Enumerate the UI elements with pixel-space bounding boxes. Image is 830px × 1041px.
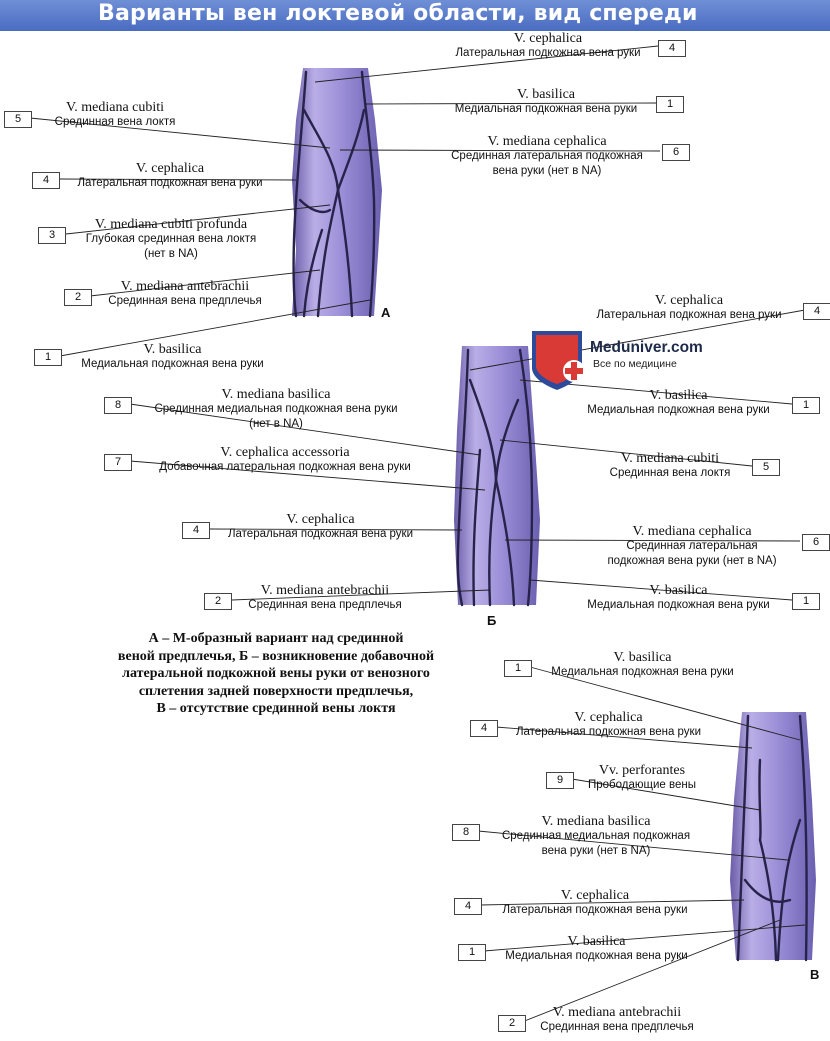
arm-panel-c [730, 712, 816, 962]
label-number: 7 [104, 454, 132, 471]
meduniver-logo [532, 331, 585, 390]
arm-panel-a [292, 68, 382, 318]
label-number: 4 [470, 720, 498, 737]
label-number: 8 [104, 397, 132, 414]
figure-caption: А – М-образный вариант над срединной вен… [96, 630, 456, 718]
caption-line: веной предплечья, Б – возникновение доба… [117, 648, 435, 664]
label-number: 1 [792, 593, 820, 610]
caption-line: латеральной подкожной вены руки от веноз… [122, 666, 430, 681]
logo-name: Meduniver.com [590, 339, 703, 356]
title-bar: Варианты вен локтевой области, вид спере… [0, 0, 830, 31]
label-number: 2 [64, 289, 92, 306]
page-title: Варианты вен локтевой области, вид спере… [98, 1, 698, 26]
panel-label-a: А [381, 305, 391, 320]
label-number: 9 [546, 772, 574, 789]
label-number: 4 [32, 172, 60, 189]
label-number: 1 [656, 96, 684, 113]
label-number: 1 [504, 660, 532, 677]
label-number: 1 [792, 397, 820, 414]
caption-line: сплетения задней поверхности предплечья, [138, 683, 414, 699]
label-number: 4 [454, 898, 482, 915]
label-number: 5 [752, 459, 780, 476]
label-number: 4 [803, 303, 830, 320]
label-number: 8 [452, 824, 480, 841]
label-number: 6 [802, 534, 830, 551]
caption-line: В – отсутствие срединной вены локтя [156, 701, 396, 716]
label-number: 4 [182, 522, 210, 539]
arm-panel-b [454, 346, 540, 607]
label-number: 2 [498, 1015, 526, 1032]
label-number: 4 [658, 40, 686, 57]
label-number: 1 [34, 349, 62, 366]
label-number: 2 [204, 593, 232, 610]
panel-label-c: В [810, 967, 820, 982]
caption-line: А – М-образный вариант над срединной [148, 631, 404, 646]
label-number: 1 [458, 944, 486, 961]
label-number: 3 [38, 227, 66, 244]
label-number: 6 [662, 144, 690, 161]
leader-lines [29, 45, 806, 1023]
label-number: 5 [4, 111, 32, 128]
logo-tagline: Все по медицине [593, 358, 677, 370]
panel-label-b: Б [487, 613, 497, 628]
